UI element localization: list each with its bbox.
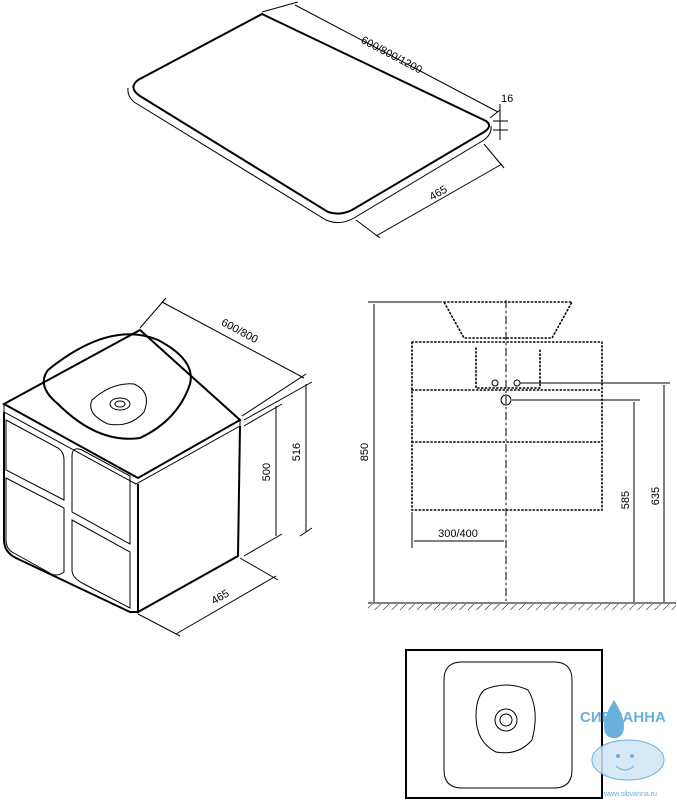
drain-outlet	[500, 394, 512, 406]
dim-ext-line	[137, 613, 181, 637]
basin-drain	[109, 397, 131, 411]
dim-ext-line	[355, 219, 381, 239]
dim-ext-line	[241, 373, 307, 417]
total-height-label: 850	[359, 443, 371, 461]
cabinet-top-slab	[1, 328, 242, 480]
top-view-basin-outer	[443, 661, 573, 789]
mascot-smile-icon	[615, 765, 635, 771]
front-cabinet-outline	[411, 341, 603, 511]
front-basin	[442, 301, 574, 339]
mascot-eye-icon	[630, 754, 634, 758]
dim-ext-line	[139, 297, 167, 329]
dim-ext-line	[261, 1, 299, 13]
basin-outline	[42, 333, 192, 440]
basin-drain-inner	[114, 400, 126, 408]
drawer-front-lower-right	[71, 519, 131, 609]
dim-ext-line	[243, 533, 283, 557]
cabinet-top-slab-edge	[3, 404, 241, 485]
water-drop-icon	[604, 700, 624, 738]
watermark-url: www.sibvanna.ru	[603, 791, 657, 798]
cabinet-drawing: 600/800 500 516 465	[1, 297, 313, 637]
drawer-front-upper-right	[71, 448, 131, 545]
top-view-countertop	[405, 649, 603, 799]
countertop-depth-dimension-line	[375, 163, 503, 237]
countertop-edge	[127, 87, 492, 224]
offset-label: 300/400	[438, 528, 478, 540]
water-inlet-left	[491, 379, 499, 387]
dim-ext-line	[483, 143, 505, 169]
top-view-drawing	[405, 649, 603, 799]
drawer-front-lower-left	[5, 477, 65, 576]
cabinet-width-label: 600/800	[219, 317, 260, 346]
cabinet-body-side	[137, 425, 241, 614]
basin-inner	[90, 383, 147, 426]
cabinet-body-front	[3, 412, 139, 613]
top-height-label: 635	[650, 487, 662, 505]
front-elevation-drawing: 850 300/400 585 635	[359, 300, 676, 610]
mascot-eye-icon	[616, 754, 620, 758]
top-view-drain-inner	[499, 713, 513, 727]
countertop-width-dimension-line	[294, 4, 499, 113]
drawer-front-upper-left	[5, 419, 65, 501]
watermark-logo: СИБВАННА www.sibvanna.ru	[580, 700, 666, 798]
front-siphon-cutout	[475, 347, 541, 389]
water-inlet-right	[513, 379, 521, 387]
countertop-thickness-label: 16	[501, 93, 513, 105]
cabinet-total-height-label: 516	[291, 443, 303, 461]
floor-hatch	[368, 604, 676, 610]
watermark-brand: СИБВАННА	[580, 709, 666, 726]
countertop-width-label: 600/800/1200	[359, 34, 424, 76]
bathtub-icon	[591, 739, 665, 781]
dim-ext-line	[489, 109, 501, 119]
dim-ext-line	[243, 381, 313, 421]
cabinet-height-label: 500	[261, 463, 273, 481]
top-view-basin-inner	[475, 684, 536, 754]
countertop-top-face	[132, 12, 490, 215]
drain-height-label: 585	[620, 491, 632, 509]
countertop-drawing: 600/800/1200 16 465	[127, 1, 513, 239]
countertop-depth-label: 465	[428, 184, 450, 204]
dim-ext-line	[239, 557, 279, 581]
top-view-drain	[494, 708, 518, 732]
cabinet-depth-dimension-line	[175, 575, 277, 635]
cabinet-width-dimension-line	[161, 301, 305, 379]
